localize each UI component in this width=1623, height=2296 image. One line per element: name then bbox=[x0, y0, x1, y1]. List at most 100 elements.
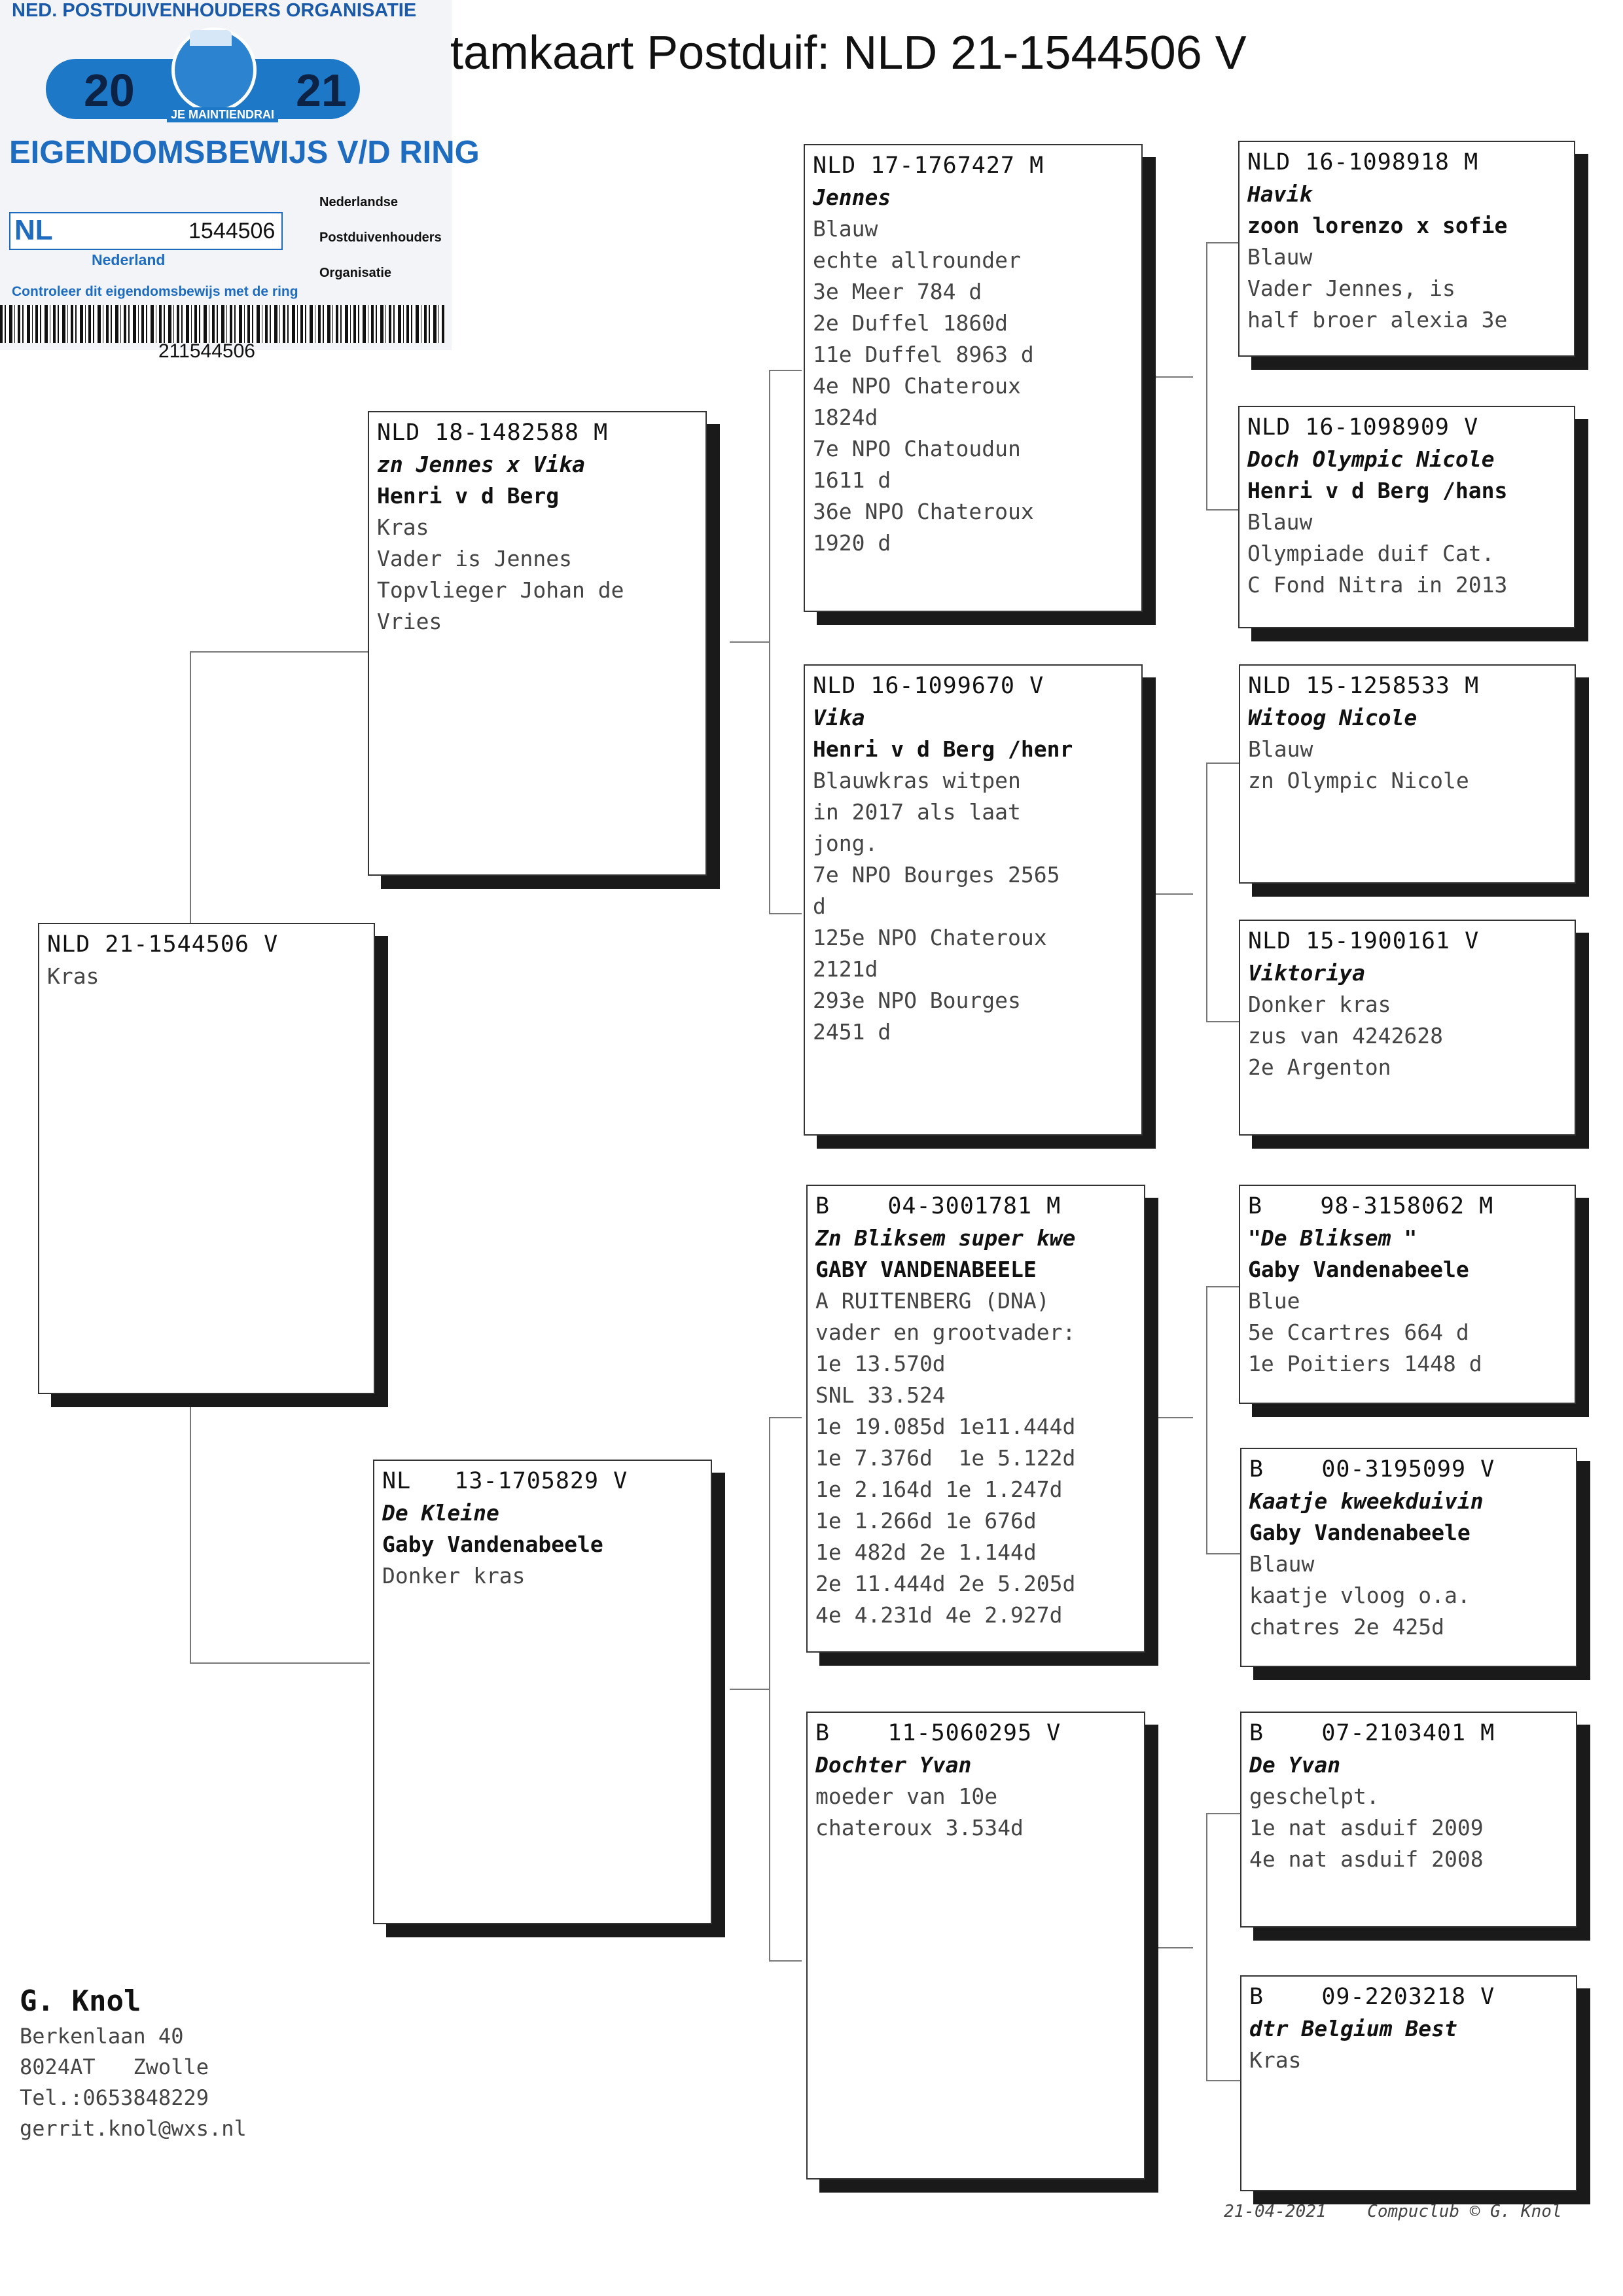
ring-number: NLD 17-1767427 M bbox=[813, 152, 1044, 179]
pigeon-owner: Henri v d Berg bbox=[377, 483, 560, 509]
detail-line: Vader Jennes, is bbox=[1247, 276, 1455, 301]
detail-line: moeder van 10e bbox=[815, 1784, 998, 1809]
detail-line: Blauwkras witpen bbox=[813, 768, 1021, 793]
detail-line: chatres 2e 425d bbox=[1249, 1614, 1445, 1640]
card-ring-number: 1544506 bbox=[188, 219, 276, 243]
detail-line: 1e 13.570d bbox=[815, 1351, 946, 1376]
software-credit: Compuclub © G. Knol bbox=[1367, 2202, 1562, 2221]
detail-line: Blue bbox=[1248, 1288, 1300, 1314]
connector-line bbox=[1206, 762, 1240, 764]
detail-line: geschelpt. bbox=[1249, 1784, 1380, 1809]
detail-line: Blauw bbox=[1247, 509, 1313, 535]
owner-contact: G. Knol Berkenlaan 40 8024AT Zwolle Tel.… bbox=[20, 1982, 247, 2144]
detail-line: 2121d bbox=[813, 956, 878, 982]
pigeon-card-ancestor: NLD 16-1098918 M Havik zoon lorenzo x so… bbox=[1238, 141, 1575, 357]
connector-line bbox=[769, 1417, 802, 1418]
card-year-left: 20 bbox=[84, 65, 135, 116]
detail-line: echte allrounder bbox=[813, 247, 1021, 273]
pigeon-name: De Yvan bbox=[1249, 1752, 1341, 1778]
connector-line bbox=[1155, 1417, 1193, 1418]
ring-number: B 98-3158062 M bbox=[1248, 1193, 1494, 1219]
detail-line: Donker kras bbox=[1248, 992, 1391, 1017]
ring-number: B 11-5060295 V bbox=[815, 1720, 1061, 1746]
pigeon-name: Vika bbox=[813, 705, 865, 730]
card-npo-line-1: Nederlandse bbox=[319, 195, 399, 209]
connector-line bbox=[1206, 1813, 1207, 2080]
card-country-name: Nederland bbox=[92, 251, 166, 268]
detail-line: 1920 d bbox=[813, 530, 891, 556]
pigeon-owner: Henri v d Berg /henr bbox=[813, 736, 1073, 762]
detail-line: 4e NPO Chateroux bbox=[813, 373, 1021, 399]
detail-line: 5e Ccartres 664 d bbox=[1248, 1319, 1469, 1345]
owner-address: Berkenlaan 40 bbox=[20, 2024, 184, 2049]
page-title: tamkaart Postduif: NLD 21-1544506 V bbox=[450, 27, 1247, 79]
pigeon-name: Witoog Nicole bbox=[1248, 705, 1418, 730]
detail-line: 36e NPO Chateroux bbox=[813, 499, 1034, 524]
connector-line bbox=[769, 913, 802, 914]
detail-line: zus van 4242628 bbox=[1248, 1023, 1444, 1049]
card-org-name: NED. POSTDUIVENHOUDERS ORGANISATIE bbox=[12, 0, 417, 21]
detail-line: 1e 1.266d 1e 676d bbox=[815, 1508, 1037, 1534]
owner-email: gerrit.knol@wxs.nl bbox=[20, 2116, 247, 2141]
connector-line bbox=[1155, 376, 1193, 378]
detail-line: SNL 33.524 bbox=[815, 1382, 946, 1408]
pigeon-owner: GABY VANDENABEELE bbox=[815, 1257, 1037, 1282]
pigeon-name: "De Bliksem " bbox=[1248, 1225, 1418, 1251]
connector-line bbox=[769, 1960, 802, 1962]
detail-line: 4e 4.231d 4e 2.927d bbox=[815, 1602, 1063, 1628]
ring-number: B 04-3001781 M bbox=[815, 1193, 1061, 1219]
pigeon-owner: zoon lorenzo x sofie bbox=[1247, 213, 1508, 238]
barcode bbox=[0, 305, 445, 343]
detail-line: Kras bbox=[377, 514, 429, 540]
footer-stamp: 21-04-2021 Compuclub © G. Knol bbox=[1224, 2202, 1562, 2221]
detail-line: 125e NPO Chateroux bbox=[813, 925, 1047, 950]
detail-line: 1e 2.164d 1e 1.247d bbox=[815, 1477, 1063, 1502]
detail-line: jong. bbox=[813, 831, 878, 856]
card-npo-line-3: Organisatie bbox=[319, 266, 392, 280]
detail-line: Blauw bbox=[1248, 736, 1313, 762]
pigeon-name: Viktoriya bbox=[1248, 960, 1365, 986]
ring-number: NLD 15-1900161 V bbox=[1248, 928, 1480, 954]
detail-line: Kras bbox=[1249, 2047, 1302, 2073]
connector-line bbox=[1155, 893, 1193, 895]
pigeon-name: dtr Belgium Best bbox=[1249, 2016, 1457, 2041]
connector-line bbox=[1206, 1553, 1240, 1554]
detail-line: chateroux 3.534d bbox=[815, 1815, 1024, 1840]
pigeon-owner: Henri v d Berg /hans bbox=[1247, 478, 1508, 503]
detail-line: vader en grootvader: bbox=[815, 1319, 1076, 1345]
connector-line bbox=[1206, 1286, 1207, 1553]
pigeon-card-grandfather-maternal: B 04-3001781 M Zn Bliksem super kwe GABY… bbox=[806, 1185, 1145, 1653]
pigeon-card-ancestor: B 98-3158062 M "De Bliksem " Gaby Vanden… bbox=[1239, 1185, 1576, 1404]
pigeon-owner: Gaby Vandenabeele bbox=[382, 1532, 603, 1557]
detail-line: 11e Duffel 8963 d bbox=[813, 342, 1034, 367]
detail-line: half broer alexia 3e bbox=[1247, 307, 1508, 332]
ring-number: B 09-2203218 V bbox=[1249, 1984, 1495, 2010]
ring-number: NLD 21-1544506 V bbox=[47, 931, 279, 958]
card-npo-line-2: Postduivenhouders bbox=[319, 230, 442, 245]
pigeon-card-ancestor: NLD 15-1258533 M Witoog Nicole Blauw zn … bbox=[1239, 664, 1576, 884]
pigeon-card-grandmother-paternal: NLD 16-1099670 V Vika Henri v d Berg /he… bbox=[804, 664, 1143, 1136]
pigeon-owner: Gaby Vandenabeele bbox=[1249, 1520, 1471, 1545]
detail-line: 1824d bbox=[813, 404, 878, 430]
detail-line: A RUITENBERG (DNA) bbox=[815, 1288, 1050, 1314]
ring-number: NLD 16-1099670 V bbox=[813, 673, 1044, 699]
detail-line: C Fond Nitra in 2013 bbox=[1247, 572, 1508, 598]
connector-line bbox=[730, 641, 770, 643]
ring-ownership-card: NED. POSTDUIVENHOUDERS ORGANISATIE 20 21… bbox=[0, 0, 480, 362]
connector-line bbox=[1206, 242, 1240, 243]
pigeon-name: Kaatje kweekduivin bbox=[1249, 1488, 1484, 1514]
connector-line bbox=[1206, 509, 1240, 511]
connector-line bbox=[1206, 1813, 1240, 1814]
crown-icon bbox=[190, 30, 232, 46]
card-ring-field bbox=[9, 212, 283, 250]
detail-line: in 2017 als laat bbox=[813, 799, 1021, 825]
detail-line: Blauw bbox=[1247, 244, 1313, 270]
detail-line: 1e 482d 2e 1.144d bbox=[815, 1539, 1037, 1565]
detail-line: 3e Meer 784 d bbox=[813, 279, 982, 304]
connector-line bbox=[769, 370, 802, 371]
ring-number: NLD 16-1098918 M bbox=[1247, 149, 1479, 175]
detail-line: Blauw bbox=[1249, 1551, 1315, 1577]
card-barcode-number: 211544506 bbox=[158, 340, 255, 362]
pigeon-name: Zn Bliksem super kwe bbox=[815, 1225, 1076, 1251]
ring-number: B 00-3195099 V bbox=[1249, 1456, 1495, 1482]
